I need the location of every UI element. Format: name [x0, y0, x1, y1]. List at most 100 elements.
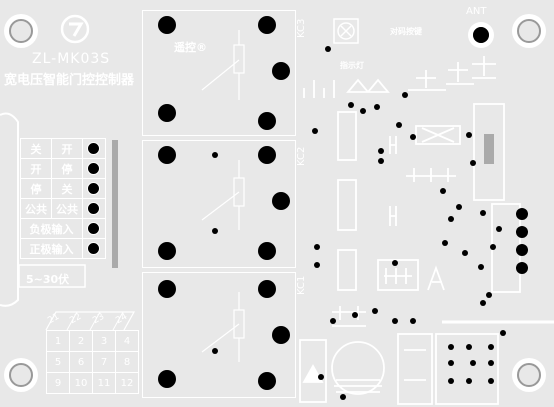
relay-pad	[158, 146, 176, 164]
via	[448, 378, 454, 384]
via	[212, 348, 218, 354]
grid-cell: 1	[46, 330, 70, 352]
mount-hole-tr	[512, 14, 546, 48]
grid-cell: 10	[69, 372, 93, 394]
via	[448, 360, 454, 366]
terminal-label: 停	[51, 158, 83, 179]
header-pad	[516, 226, 528, 238]
relay-pad	[272, 192, 290, 210]
mount-hole-br	[512, 358, 546, 392]
via	[312, 128, 318, 134]
via	[478, 264, 484, 270]
via	[360, 108, 366, 114]
via	[448, 216, 454, 222]
terminal-label: 开	[20, 158, 52, 179]
relay-pad	[158, 370, 176, 388]
relay-internals	[201, 30, 245, 362]
via	[378, 148, 384, 154]
header-pad	[516, 262, 528, 274]
via	[440, 188, 446, 194]
terminal-label: 关	[51, 178, 83, 199]
via	[466, 344, 472, 350]
via	[372, 308, 378, 314]
terminal-pin	[82, 138, 106, 159]
via	[374, 104, 380, 110]
brand-logo-icon	[60, 14, 90, 44]
terminal-label: 公共	[51, 198, 83, 219]
via	[490, 244, 496, 250]
via	[488, 378, 494, 384]
via	[466, 378, 472, 384]
relay-pad	[272, 62, 290, 80]
relay-kc1	[142, 272, 296, 398]
components-silkscreen	[299, 56, 554, 405]
relay-pad	[258, 242, 276, 260]
grid-cell: 3	[92, 330, 116, 352]
grid-cell: 4	[115, 330, 139, 352]
mount-hole-bl	[4, 358, 38, 392]
model-name: ZL-MK03S	[32, 51, 111, 67]
via	[212, 152, 218, 158]
grid-cell: 11	[92, 372, 116, 394]
terminal-label: 关	[20, 138, 52, 159]
via	[396, 122, 402, 128]
relay-pad	[258, 112, 276, 130]
via	[442, 240, 448, 246]
relay-kc2	[142, 140, 296, 268]
grid-cell: 2	[69, 330, 93, 352]
antenna-pad-center	[473, 27, 489, 43]
via	[462, 250, 468, 256]
via	[378, 158, 384, 164]
relay-pad	[158, 16, 176, 34]
via	[402, 92, 408, 98]
terminal-row: 公共公共	[20, 198, 106, 219]
via	[480, 300, 486, 306]
brand-mark: 遥控®	[174, 41, 207, 54]
grid-cell: 7	[92, 351, 116, 373]
learn-button-label: 对码按键	[390, 27, 422, 36]
via	[352, 312, 358, 318]
via	[486, 292, 492, 298]
via	[470, 360, 476, 366]
via	[314, 244, 320, 250]
grid-header-frame	[45, 311, 136, 331]
relay-pad	[258, 16, 276, 34]
connector-outline	[0, 112, 19, 307]
relay-pad	[158, 280, 176, 298]
via	[392, 260, 398, 266]
via	[500, 330, 506, 336]
via	[456, 204, 462, 210]
terminal-pin	[82, 198, 106, 219]
via	[314, 262, 320, 268]
via	[330, 318, 336, 324]
header-pad	[516, 244, 528, 256]
antenna-label: ANT	[466, 6, 487, 17]
voltage-box	[18, 264, 86, 288]
mount-hole-tl	[4, 14, 38, 48]
relay-pad	[272, 326, 290, 344]
via	[410, 134, 416, 140]
via	[392, 318, 398, 324]
via	[466, 132, 472, 138]
terminal-label: 公共	[20, 198, 52, 219]
relay-pad	[258, 372, 276, 390]
relay-pad	[158, 104, 176, 122]
via	[488, 360, 494, 366]
terminal-row: 停关	[20, 178, 106, 199]
terminal-pin	[82, 158, 106, 179]
relay-pad	[258, 146, 276, 164]
product-subtitle: 宽电压智能门控控制器	[4, 73, 135, 88]
grid-cell: 9	[46, 372, 70, 394]
terminal-row: 关开	[20, 138, 106, 159]
learn-button-icon	[333, 18, 359, 44]
via	[480, 210, 486, 216]
header-pad	[516, 208, 528, 220]
terminal-pin	[82, 178, 106, 199]
voltage-label: 5~30伏	[26, 273, 70, 286]
via	[496, 226, 502, 232]
grid-cell: 6	[69, 351, 93, 373]
